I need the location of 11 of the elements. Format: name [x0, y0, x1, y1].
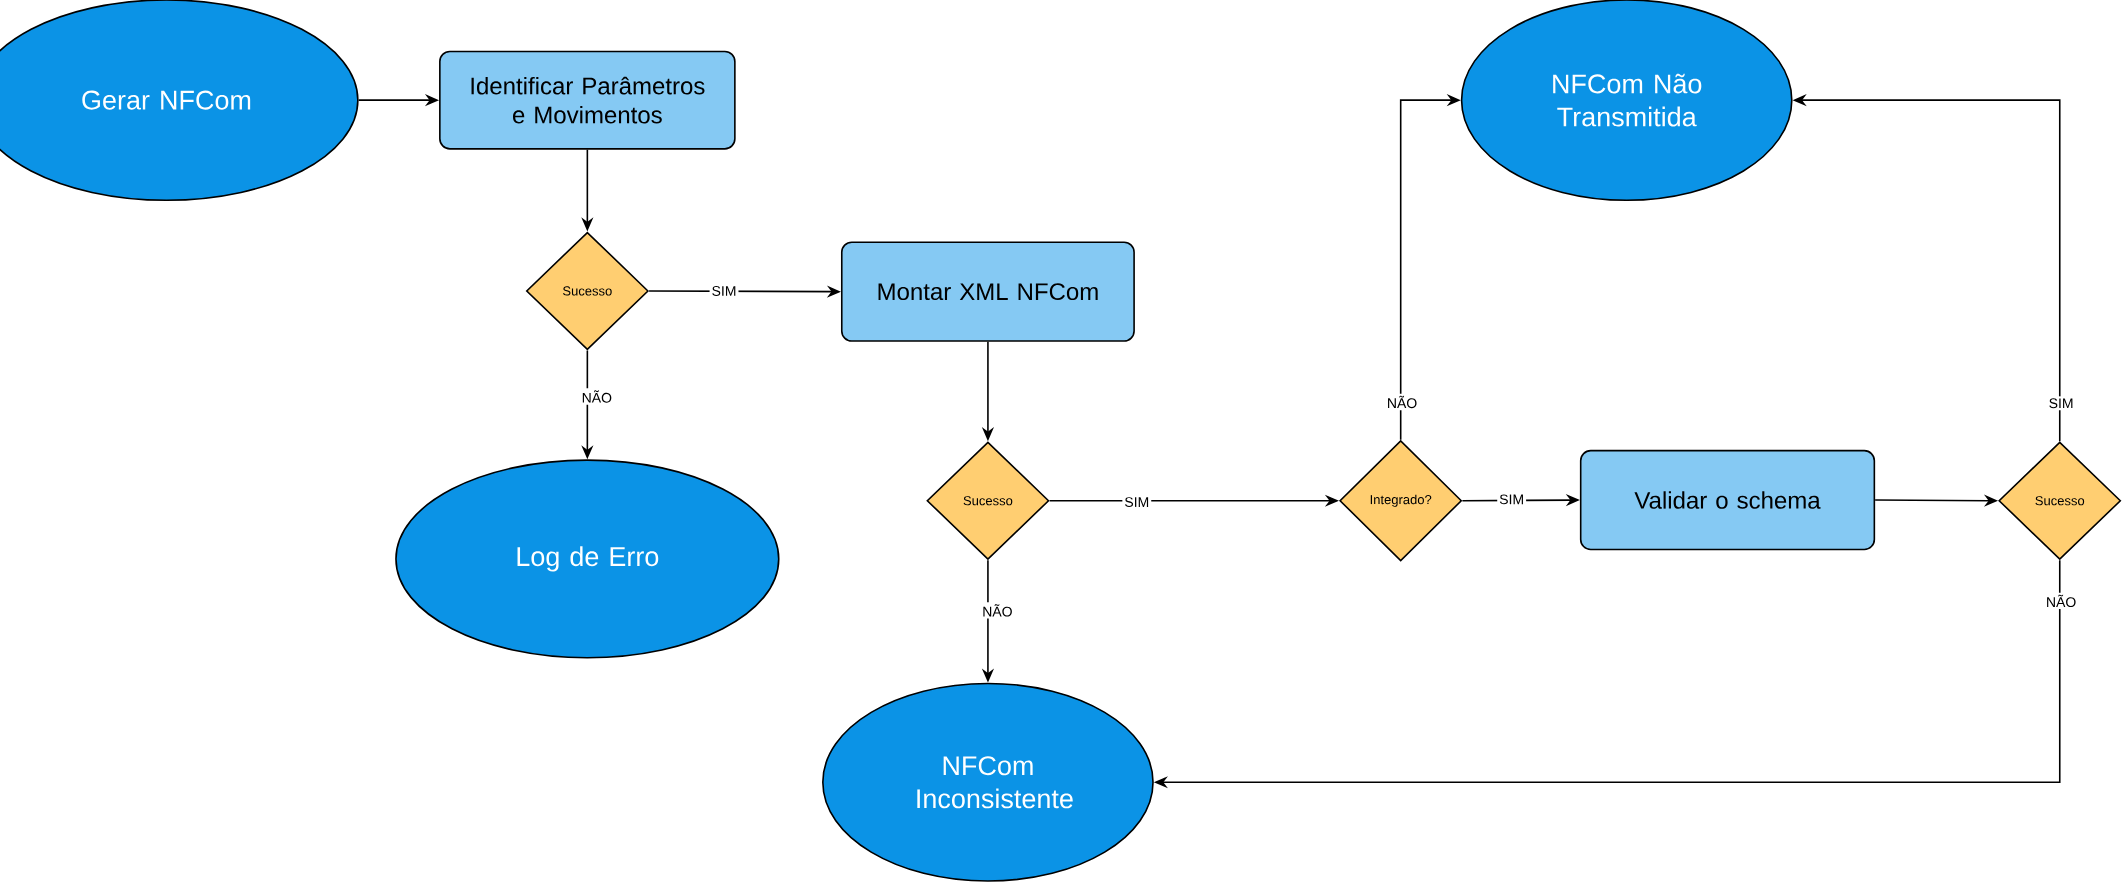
edge-label: SIM — [1497, 492, 1527, 507]
edge-label: SIM — [709, 284, 739, 298]
process-box: Validar o schema — [1579, 449, 1876, 551]
process-box: Identificar Parâmetros e Movimentos — [439, 50, 736, 150]
edge-label: NÃO — [1384, 393, 1420, 411]
edge-label: NÃO — [579, 388, 614, 405]
edge-label: NÃO — [2043, 592, 2079, 610]
process-box: Montar XML NFCom — [840, 241, 1135, 342]
edge-label: NÃO — [980, 602, 1015, 619]
edge-label: SIM — [1122, 495, 1152, 510]
edge-label: SIM — [2046, 396, 2076, 411]
